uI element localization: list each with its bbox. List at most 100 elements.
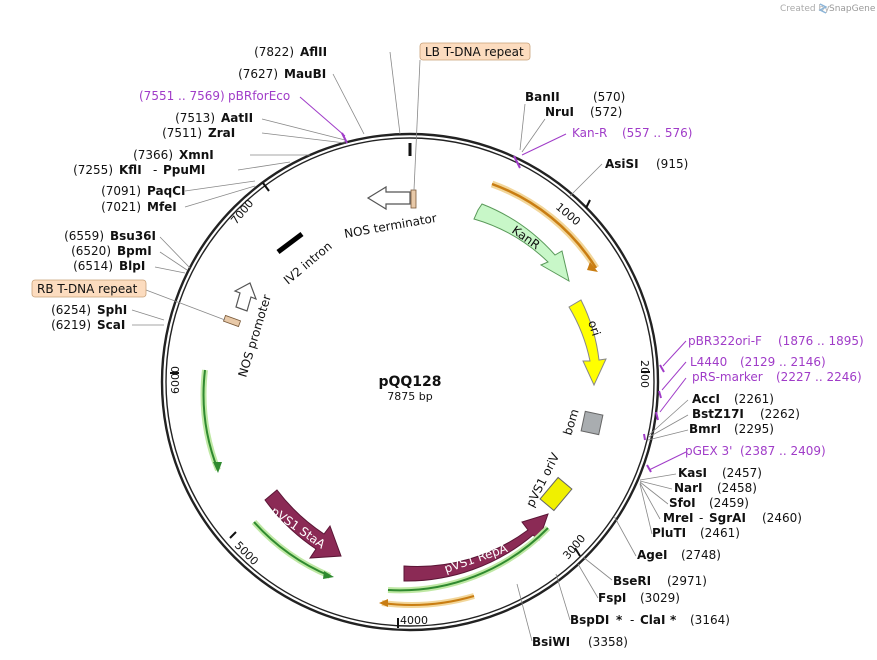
nos-terminator-arrow — [366, 185, 411, 211]
primer-pbr322ori-f-name: pBR322ori-F — [688, 334, 762, 348]
right-leader-lines — [516, 103, 689, 642]
site-name-bpmi: BpmI — [117, 244, 152, 258]
site-pos-bsu36i: (6559) — [64, 229, 104, 243]
repeat-leader-lines — [145, 59, 421, 321]
primer-pgex3-name: pGEX 3' — [685, 444, 732, 458]
plasmid-name: pQQ128 — [378, 374, 441, 390]
orange-arc-bottom — [381, 595, 475, 606]
site-name-nari: NarI — [674, 481, 703, 495]
pvs1-repa-feature-arrow — [403, 513, 549, 582]
site-pos-scai: (6219) — [51, 318, 91, 332]
site-name-pluti: PluTI — [652, 526, 686, 540]
site-pos-paqci: (7091) — [101, 184, 141, 198]
rb-repeat-label: RB T-DNA repeat — [37, 282, 138, 296]
primer-kanr-name: Kan-R — [572, 126, 607, 140]
site-name-aatii: AatII — [221, 111, 253, 125]
green-arc-left-arrowhead — [213, 462, 222, 473]
site-pos-bmri: (2295) — [734, 422, 774, 436]
site-pos-bpmi: (6520) — [71, 244, 111, 258]
primer-labels: (7551 .. 7569) pBRforEco Kan-R (557 .. 5… — [139, 89, 864, 458]
site-pos-sfoi: (2459) — [709, 496, 749, 510]
primer-leader-lines — [299, 96, 687, 471]
green-arc-bottom — [387, 527, 549, 592]
primer-marks — [341, 132, 665, 473]
site-name-aflii: AflII — [300, 45, 327, 59]
primer-kanr-range: (557 .. 576) — [622, 126, 692, 140]
site-name-mrei: MreI — [663, 511, 693, 525]
site-separator-mrei: - — [699, 511, 703, 525]
ori-label: ori — [585, 319, 603, 338]
orange-arc-bottom-arrowhead — [379, 599, 388, 607]
orange-arc-top-arrowhead — [587, 262, 598, 272]
site-name-paqci: PaqCI — [147, 184, 185, 198]
site-pos-zrai: (7511) — [162, 126, 202, 140]
plasmid-size: 7875 bp — [387, 390, 432, 403]
tick-7000: 7000 — [228, 197, 256, 227]
primer-prs-marker-name: pRS-marker — [692, 370, 763, 384]
site-pos-asisi: (915) — [656, 157, 688, 171]
nos-promoter-arrow — [233, 282, 258, 312]
site-pos-acci: (2261) — [734, 392, 774, 406]
site-name-blpi: BlpI — [119, 259, 145, 273]
primer-pgex3-range: (2387 .. 2409) — [740, 444, 826, 458]
site-name-bsiwi: BsiWI — [532, 635, 570, 649]
rb-repeat-box — [31, 279, 147, 298]
site-pos-nari: (2458) — [717, 481, 757, 495]
site-pos-mfei: (7021) — [101, 200, 141, 214]
site-name-sfoi: SfoI — [669, 496, 696, 510]
site-name-fspi: FspI — [598, 591, 626, 605]
left-site-labels: (7822) AflII (7627) MauBI (7513) AatII (… — [51, 45, 327, 332]
site-pos-blpi: (6514) — [73, 259, 113, 273]
site-name-nrui: NruI — [545, 105, 574, 119]
tick-2000: 2000 — [638, 360, 651, 388]
primer-pbrforeco-range: (7551 .. 7569) — [139, 89, 225, 103]
bom-feature — [580, 410, 604, 436]
pvs1-staa-feature-arrow — [264, 489, 342, 559]
site-pos-kfli: (7255) — [73, 163, 113, 177]
site-name-agei: AgeI — [637, 548, 667, 562]
site-pos-sgrai: (2460) — [762, 511, 802, 525]
primer-pbr322ori-f-range: (1876 .. 1895) — [778, 334, 864, 348]
backbone-outer — [160, 132, 660, 632]
nos-terminator-label: NOS terminator — [343, 211, 438, 241]
kanr-feature-arrow — [473, 203, 570, 283]
site-name-maubi: MauBI — [284, 67, 326, 81]
lb-repeat-label: LB T-DNA repeat — [425, 45, 524, 59]
backbone-inner — [165, 137, 655, 627]
site-name-bsu36i: Bsu36I — [110, 229, 156, 243]
site-name-xmni: XmnI — [179, 148, 214, 162]
lb-repeat-box — [419, 42, 531, 61]
primer-l4440-range: (2129 .. 2146) — [740, 355, 826, 369]
rb-repeat-marker — [222, 314, 242, 328]
site-name-sgrai: SgrAI — [709, 511, 746, 525]
site-name-bseri: BseRI — [613, 574, 651, 588]
right-site-labels: BanII (570) NruI (572) AsiSI (915) AccI … — [525, 90, 802, 649]
site-name-kfli: KflI — [119, 163, 142, 177]
tick-4000: 4000 — [400, 614, 428, 627]
green-arc-staa — [253, 521, 331, 577]
iv2-intron-feature — [276, 232, 304, 254]
site-pos-maubi: (7627) — [238, 67, 278, 81]
site-name-acci: AccI — [692, 392, 720, 406]
green-arc-left — [202, 369, 219, 471]
site-pos-aatii: (7513) — [175, 111, 215, 125]
site-name-bspdi: BspDI — [570, 613, 609, 627]
site-pos-clai: (3164) — [690, 613, 730, 627]
site-name-ppumi: PpuMI — [163, 163, 205, 177]
site-name-clai: ClaI — [640, 613, 665, 627]
site-pos-banii: (570) — [593, 90, 625, 104]
primer-pbrforeco-name: pBRforEco — [228, 89, 290, 103]
tick-6000: 6000 — [169, 366, 182, 394]
site-pos-fspi: (3029) — [640, 591, 680, 605]
site-star-clai: * — [670, 613, 677, 627]
primer-prs-marker-range: (2227 .. 2246) — [776, 370, 862, 384]
site-star-bspdi: * — [616, 613, 623, 627]
scale-ticks — [170, 182, 650, 628]
site-name-kasi: KasI — [678, 466, 707, 480]
site-name-sphi: SphI — [97, 303, 127, 317]
site-pos-pluti: (2461) — [700, 526, 740, 540]
site-pos-bstz17i: (2262) — [760, 407, 800, 421]
site-separator-bspdi: - — [630, 613, 634, 627]
pvs1-repa-label: pVS1 RepA — [442, 541, 510, 576]
site-name-banii: BanII — [525, 90, 560, 104]
